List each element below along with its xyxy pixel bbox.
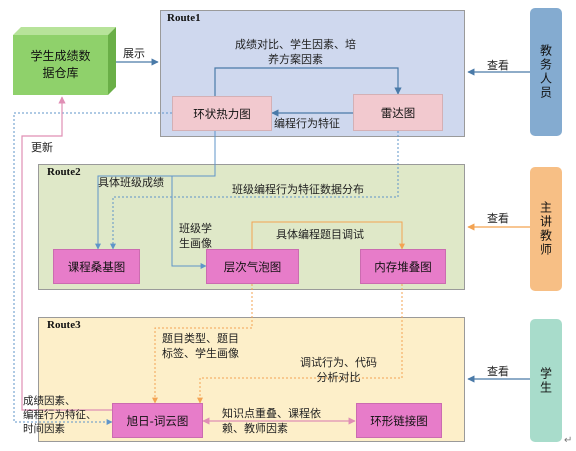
edge-bubble-to-memory bbox=[251, 221, 405, 250]
edge-ring-to-radar bbox=[214, 67, 402, 96]
edge-bubble-to-sunburst bbox=[152, 284, 253, 404]
student-actor: 学生 bbox=[530, 319, 562, 442]
corner-mark: ↵ bbox=[564, 435, 573, 446]
label-debug-compare: 调试行为、代码 分析对比 bbox=[300, 356, 377, 384]
route2-title: Route2 bbox=[47, 166, 81, 178]
ring-heatmap-node: 环状热力图 bbox=[172, 96, 272, 131]
staff-actor: 教务人员 bbox=[530, 8, 562, 136]
label-overlap: 知识点重叠、课程依 赖、教师因素 bbox=[222, 407, 321, 435]
edge-memory-to-sunburst bbox=[197, 284, 403, 404]
label-r1-factors: 成绩对比、学生因素、培 养方案因素 bbox=[235, 38, 356, 66]
sunburst-wordcloud-node: 旭日-词云图 bbox=[112, 403, 203, 438]
warehouse-label: 学生成绩数 据仓库 bbox=[30, 49, 91, 80]
label-topic-types: 题目类型、题目 标签、学生画像 bbox=[162, 332, 239, 360]
bubble-node: 层次气泡图 bbox=[206, 249, 299, 284]
edge-radar-to-sankey bbox=[110, 131, 399, 250]
ring-link-node: 环形链接图 bbox=[356, 403, 442, 438]
edge-ring-to-sankey bbox=[95, 131, 216, 250]
edge-update-to-warehouse bbox=[21, 96, 112, 411]
label-view-teacher: 查看 bbox=[487, 212, 509, 225]
student-actor-label: 学生 bbox=[538, 366, 553, 395]
sankey-node: 课程桑基图 bbox=[53, 249, 140, 284]
teacher-actor: 主讲教师 bbox=[530, 167, 562, 291]
label-view-student: 查看 bbox=[487, 365, 509, 378]
label-r3-factors: 成绩因素、 编程行为特征、 时间因素 bbox=[23, 395, 97, 435]
route1-title: Route1 bbox=[167, 12, 201, 24]
label-coding-feature: 编程行为特征 bbox=[274, 117, 340, 130]
label-class-portrait: 班级学 生画像 bbox=[179, 222, 212, 250]
radar-node: 雷达图 bbox=[353, 94, 443, 131]
route3-title: Route3 bbox=[47, 319, 81, 331]
label-debug-topics: 具体编程题目调试 bbox=[276, 228, 364, 241]
label-class-coding-dist: 班级编程行为特征数据分布 bbox=[232, 183, 364, 196]
teacher-actor-label: 主讲教师 bbox=[538, 201, 553, 257]
label-class-score: 具体班级成绩 bbox=[98, 176, 164, 189]
edge-ring-to-bubble bbox=[171, 175, 215, 269]
memory-stack-node: 内存堆叠图 bbox=[360, 249, 446, 284]
label-show: 展示 bbox=[123, 47, 145, 60]
label-update: 更新 bbox=[31, 141, 53, 154]
edge-ring-to-warehouse bbox=[13, 112, 172, 425]
staff-actor-label: 教务人员 bbox=[538, 44, 553, 100]
label-view-staff: 查看 bbox=[487, 59, 509, 72]
